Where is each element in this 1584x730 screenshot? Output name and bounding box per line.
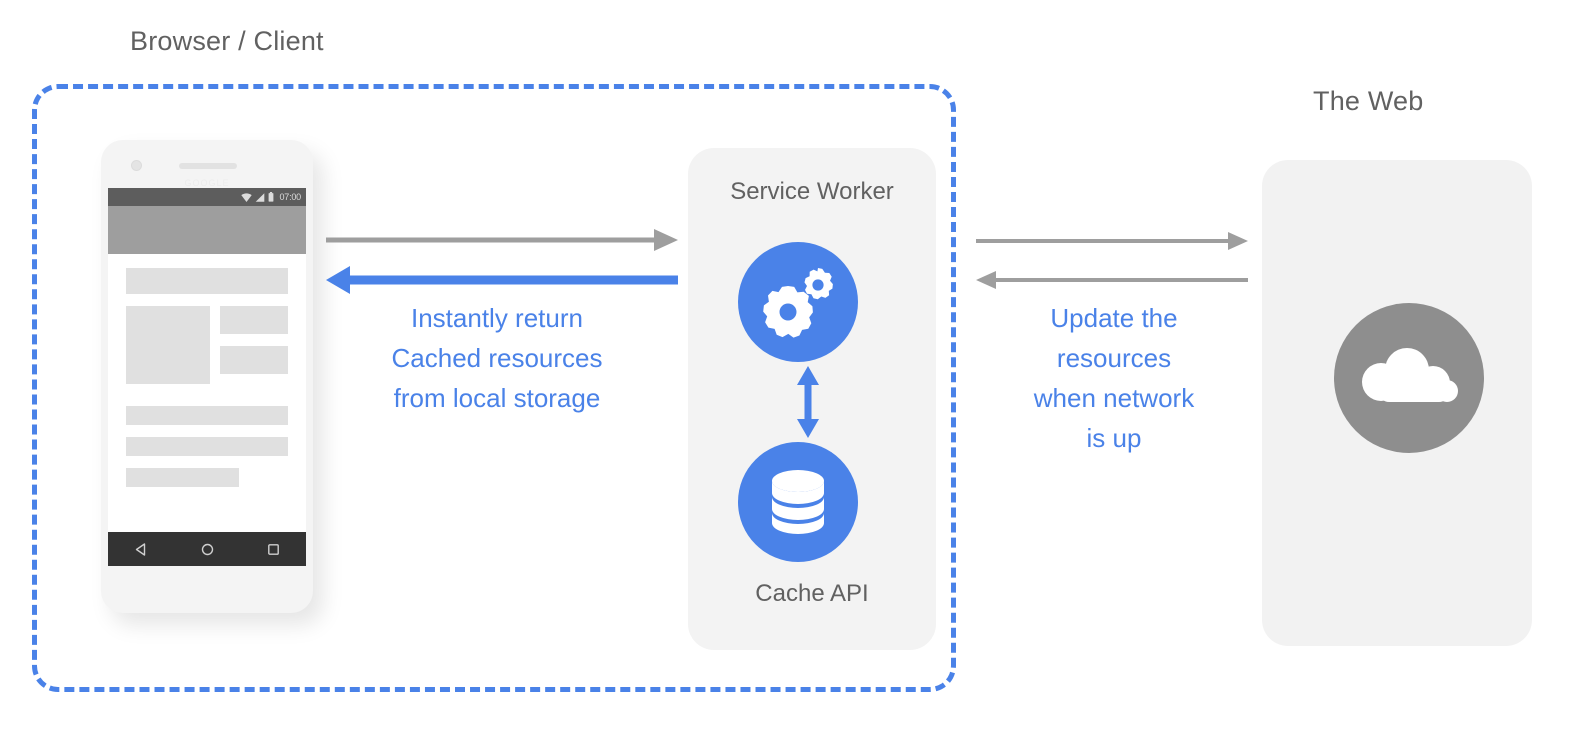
placeholder-hero-bar bbox=[126, 268, 288, 294]
placeholder-text-line bbox=[126, 468, 240, 487]
home-circle-icon[interactable] bbox=[201, 543, 214, 556]
placeholder-side-bar bbox=[220, 346, 288, 374]
web-panel bbox=[1262, 160, 1532, 646]
placeholder-text-line bbox=[126, 437, 288, 456]
phone-navigation-bar bbox=[108, 532, 306, 566]
web-icon-badge bbox=[1334, 303, 1484, 453]
service-worker-icon-badge bbox=[738, 242, 858, 362]
cache-api-title: Cache API bbox=[755, 580, 869, 607]
phone-camera-icon bbox=[131, 160, 142, 171]
phone-brand-label: GOOGLE bbox=[184, 178, 230, 188]
placeholder-text-line bbox=[126, 406, 288, 425]
phone-screen: 07:00 bbox=[108, 188, 306, 566]
blue-arrow-left-to-client bbox=[326, 266, 678, 294]
cache-api-icon-badge bbox=[738, 442, 858, 562]
client-boundary-title: Browser / Client bbox=[130, 26, 324, 56]
service-worker-card: Service Worker bbox=[688, 148, 936, 650]
back-triangle-icon[interactable] bbox=[135, 542, 148, 556]
database-icon bbox=[772, 470, 824, 534]
wifi-icon bbox=[241, 192, 253, 202]
phone-app-bar bbox=[108, 206, 306, 254]
gray-arrow-right-to-web bbox=[976, 232, 1248, 250]
blue-double-arrow-vertical bbox=[797, 366, 819, 438]
gray-arrow-right-to-serviceworker bbox=[326, 229, 678, 251]
status-bar-time: 07:00 bbox=[279, 191, 301, 202]
service-worker-title: Service Worker bbox=[730, 178, 894, 205]
arrows-client-serviceworker bbox=[326, 229, 678, 294]
client-boundary-box bbox=[32, 84, 956, 692]
arrows-serviceworker-web bbox=[976, 232, 1248, 289]
phone-mockup: GOOGLE 07:00 bbox=[101, 140, 313, 613]
placeholder-image-block bbox=[126, 306, 210, 384]
placeholder-side-column bbox=[220, 306, 288, 384]
placeholder-row bbox=[126, 306, 288, 384]
battery-icon bbox=[269, 192, 274, 202]
annotation-update-resources: Update the resources when network is up bbox=[1033, 303, 1195, 453]
placeholder-side-bar bbox=[220, 306, 288, 334]
cloud-icon bbox=[1362, 348, 1458, 402]
recents-square-icon[interactable] bbox=[267, 543, 280, 556]
phone-status-bar: 07:00 bbox=[108, 188, 306, 206]
signal-icon bbox=[256, 192, 265, 202]
web-panel-title: The Web bbox=[1313, 86, 1424, 116]
gray-arrow-left-to-serviceworker bbox=[976, 271, 1248, 289]
phone-speaker-grille bbox=[179, 163, 237, 169]
gears-icon bbox=[763, 268, 833, 338]
annotation-cached-resources: Instantly return Cached resources from l… bbox=[391, 303, 603, 413]
phone-content-placeholders bbox=[108, 254, 306, 487]
